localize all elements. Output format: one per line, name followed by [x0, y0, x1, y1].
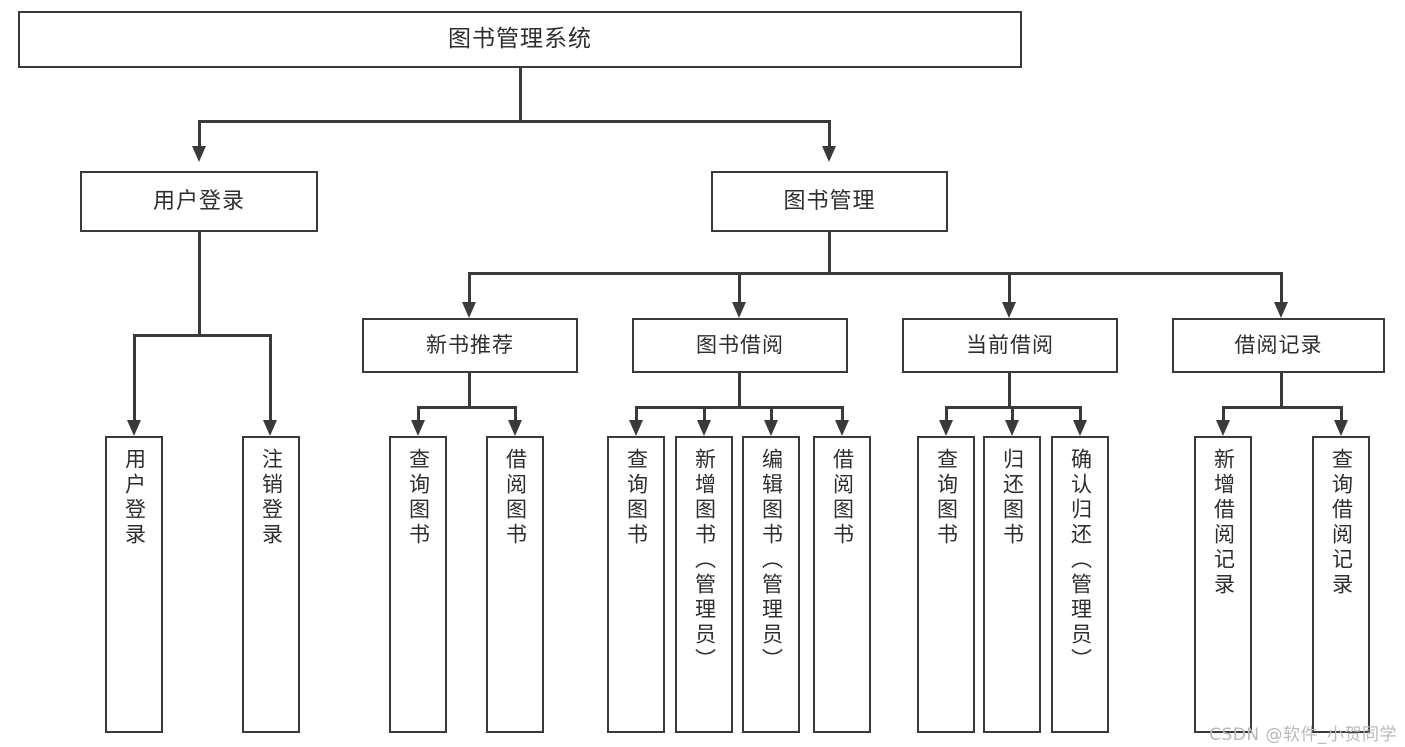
node-new-book-recommend[interactable]: 新书推荐: [362, 318, 578, 373]
connector-root-stem: [519, 68, 522, 120]
node-label: 新增图书（管理员）: [692, 448, 717, 673]
arrowhead-cb-child-3: [1073, 420, 1087, 436]
connector-bb-stem: [738, 373, 741, 406]
node-label: 借阅图书: [503, 448, 528, 548]
connector-br-child-1: [1222, 406, 1225, 420]
node-label: 新增借阅记录: [1211, 448, 1236, 598]
node-label: 查询借阅记录: [1329, 448, 1354, 598]
node-current-borrow[interactable]: 当前借阅: [902, 318, 1118, 373]
arrowhead-br-child-2: [1334, 420, 1348, 436]
arrowhead-user-login-child-1: [127, 420, 141, 436]
arrowhead-cb-child-2: [1005, 420, 1019, 436]
node-label: 图书管理: [783, 188, 876, 214]
leaf-borrow-record-add-record[interactable]: 新增借阅记录: [1194, 436, 1252, 733]
node-label: 编辑图书（管理员）: [759, 448, 784, 673]
node-label: 借阅图书: [830, 448, 855, 548]
node-label: 注销登录: [259, 448, 284, 548]
node-label: 用户登录: [152, 188, 245, 214]
connector-root-to-user-login: [198, 120, 201, 146]
leaf-book-borrow-add-book-admin[interactable]: 新增图书（管理员）: [675, 436, 733, 733]
leaf-current-borrow-query-book[interactable]: 查询图书: [917, 436, 975, 733]
connector-nbr-stem: [468, 373, 471, 406]
node-label: 确认归还（管理员）: [1068, 448, 1093, 673]
node-label: 用户登录: [122, 448, 147, 548]
leaf-current-borrow-return-book[interactable]: 归还图书: [983, 436, 1041, 733]
connector-br-child-2: [1340, 406, 1343, 420]
connector-nbr-bar: [417, 406, 517, 409]
arrowhead-nbr-child-2: [508, 420, 522, 436]
node-label: 当前借阅: [966, 333, 1054, 358]
arrowhead-to-book-management: [822, 146, 836, 162]
node-book-management[interactable]: 图书管理: [711, 171, 948, 232]
connector-bm-child-1: [468, 272, 471, 302]
connector-nbr-child-1: [417, 406, 420, 420]
arrowhead-bm-child-1: [462, 302, 476, 318]
connector-bb-child-2: [703, 406, 706, 420]
node-label: 查询图书: [624, 448, 649, 548]
node-label: 新书推荐: [426, 333, 514, 358]
node-user-login[interactable]: 用户登录: [80, 171, 318, 232]
connector-book-management-bar: [468, 272, 1280, 275]
arrowhead-br-child-1: [1216, 420, 1230, 436]
leaf-new-book-query-book[interactable]: 查询图书: [389, 436, 447, 733]
connector-bb-child-1: [635, 406, 638, 420]
connector-nbr-child-2: [514, 406, 517, 420]
node-label: 归还图书: [1000, 448, 1025, 548]
node-book-borrow[interactable]: 图书借阅: [632, 318, 848, 373]
leaf-borrow-record-query-record[interactable]: 查询借阅记录: [1312, 436, 1370, 733]
connector-bb-child-4: [841, 406, 844, 420]
connector-br-stem: [1280, 373, 1283, 406]
leaf-current-borrow-confirm-return-admin[interactable]: 确认归还（管理员）: [1051, 436, 1109, 733]
connector-cb-stem: [1008, 373, 1011, 406]
connector-bb-bar: [635, 406, 843, 409]
connector-bm-child-3: [1008, 272, 1011, 302]
arrowhead-bm-child-4: [1274, 302, 1288, 318]
leaf-book-borrow-query-book[interactable]: 查询图书: [607, 436, 665, 733]
node-label: 图书管理系统: [448, 26, 592, 53]
connector-br-bar: [1222, 406, 1342, 409]
connector-user-login-child-2: [269, 334, 272, 420]
leaf-new-book-borrow-book[interactable]: 借阅图书: [486, 436, 544, 733]
arrowhead-bb-child-3: [764, 420, 778, 436]
leaf-book-borrow-edit-book-admin[interactable]: 编辑图书（管理员）: [742, 436, 800, 733]
leaf-user-login-login[interactable]: 用户登录: [105, 436, 163, 733]
node-label: 图书借阅: [696, 333, 784, 358]
node-label: 借阅记录: [1234, 333, 1323, 358]
arrowhead-to-user-login: [192, 146, 206, 162]
connector-root-to-book-management: [828, 120, 831, 146]
arrowhead-bm-child-2: [732, 302, 746, 318]
arrowhead-bb-child-2: [697, 420, 711, 436]
connector-cb-child-1: [945, 406, 948, 420]
arrowhead-nbr-child-1: [411, 420, 425, 436]
connector-cb-child-3: [1079, 406, 1082, 420]
arrowhead-bb-child-1: [629, 420, 643, 436]
connector-bm-child-2: [738, 272, 741, 302]
node-label: 查询图书: [934, 448, 959, 548]
arrowhead-bm-child-3: [1002, 302, 1016, 318]
arrowhead-bb-child-4: [835, 420, 849, 436]
connector-cb-child-2: [1011, 406, 1014, 420]
leaf-user-login-logout[interactable]: 注销登录: [242, 436, 300, 733]
connector-root-bar: [198, 120, 830, 123]
connector-book-management-stem: [828, 232, 831, 272]
arrowhead-user-login-child-2: [263, 420, 277, 436]
arrowhead-cb-child-1: [939, 420, 953, 436]
connector-user-login-stem: [198, 232, 201, 334]
connector-bb-child-3: [770, 406, 773, 420]
node-label: 查询图书: [406, 448, 431, 548]
connector-user-login-bar: [133, 334, 271, 337]
connector-user-login-child-1: [133, 334, 136, 420]
connector-bm-child-4: [1280, 272, 1283, 302]
node-borrow-record[interactable]: 借阅记录: [1172, 318, 1385, 373]
node-root-book-management-system[interactable]: 图书管理系统: [18, 11, 1022, 68]
watermark-text: CSDN @软件_小贺同学: [1209, 725, 1397, 745]
leaf-book-borrow-borrow-book[interactable]: 借阅图书: [813, 436, 871, 733]
